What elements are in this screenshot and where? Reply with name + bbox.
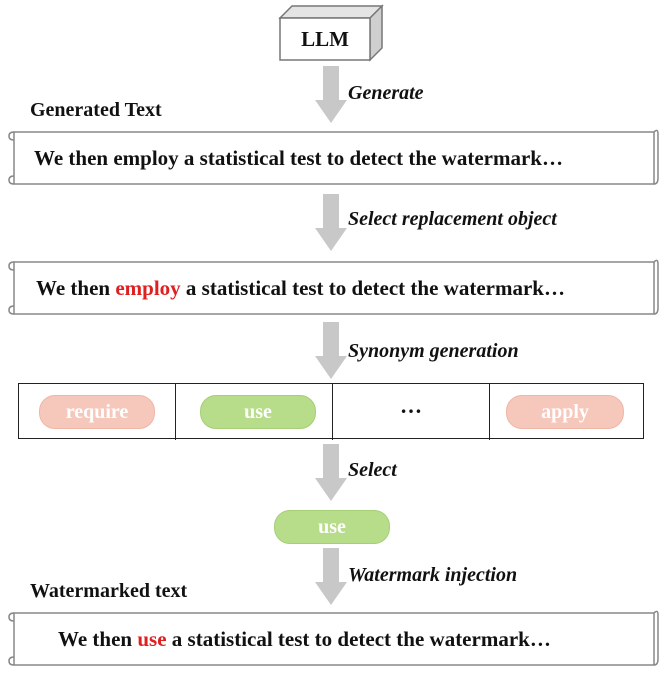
synonym-pill: use: [200, 395, 316, 429]
highlighted-sentence: We then employ a statistical test to det…: [36, 262, 565, 314]
synonym-ellipsis: …: [400, 393, 422, 418]
arrow-select-replacement: [315, 194, 347, 251]
scroll-frame: [8, 129, 659, 185]
watermarked-text-heading: Watermarked text: [30, 580, 188, 602]
watermarked-text-scroll: We then use a statistical test to detect…: [6, 607, 660, 671]
injected-word: use: [137, 627, 167, 651]
llm-label: LLM: [301, 27, 349, 51]
arrow-synonym-generation: [315, 322, 347, 379]
generated-sentence: We then employ a statistical test to det…: [34, 146, 563, 170]
scroll-frame: [8, 610, 659, 666]
arrow-select: [315, 444, 347, 501]
selected-synonym-pill: use: [274, 510, 390, 544]
sentence-prefix: We then: [36, 276, 116, 300]
highlighted-text-scroll: We then employ a statistical test to det…: [6, 256, 660, 320]
step-select: Select: [348, 459, 397, 481]
synonym-cell: apply: [490, 384, 642, 440]
arrow-generate: [315, 66, 347, 123]
sentence-prefix: We then: [58, 627, 138, 651]
synonym-pill: require: [39, 395, 155, 429]
generated-text-heading: Generated Text: [30, 99, 162, 121]
synonym-cell: …: [333, 384, 490, 440]
llm-cube-shape: [278, 4, 384, 62]
llm-box: LLM: [278, 4, 384, 62]
synonym-pill: apply: [506, 395, 624, 429]
sentence-suffix: a statistical test to detect the waterma…: [166, 627, 551, 651]
sentence-suffix: a statistical test to detect the waterma…: [180, 276, 565, 300]
scroll-frame: [8, 259, 659, 315]
watermarked-sentence: We then use a statistical test to detect…: [58, 613, 551, 665]
generated-text-scroll: We then employ a statistical test to det…: [6, 126, 660, 190]
step-watermark-injection: Watermark injection: [348, 564, 518, 586]
arrow-watermark-injection: [315, 548, 347, 605]
synonym-cell: use: [176, 384, 333, 440]
replacement-word: employ: [115, 276, 181, 300]
step-generate: Generate: [348, 82, 424, 104]
synonym-cell: require: [19, 384, 176, 440]
step-select-replacement: Select replacement object: [348, 208, 557, 230]
step-synonym-generation: Synonym generation: [348, 340, 519, 362]
synonym-table: require use … apply: [18, 383, 644, 440]
